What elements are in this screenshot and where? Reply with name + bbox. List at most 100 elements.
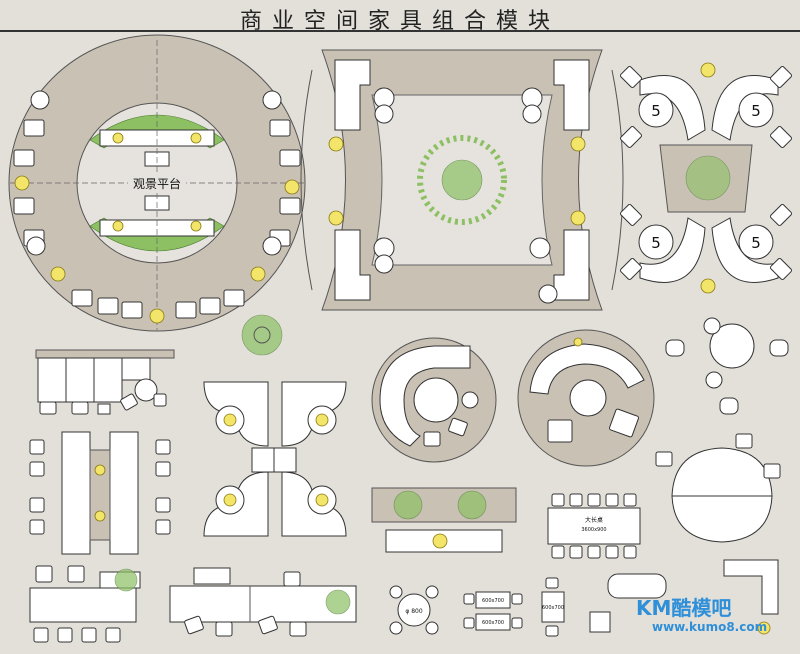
office-chair xyxy=(289,621,307,637)
lamp xyxy=(112,220,124,232)
lamp xyxy=(570,136,586,152)
chair xyxy=(269,119,291,137)
chair xyxy=(279,197,301,215)
chair xyxy=(587,493,601,507)
office-chair xyxy=(258,615,278,635)
center-planter xyxy=(89,449,111,541)
chair xyxy=(29,497,45,513)
lamp xyxy=(223,493,237,507)
side-table xyxy=(461,391,479,409)
chair xyxy=(155,439,171,455)
chair xyxy=(620,258,642,280)
booth-cluster-module: 5 5 5 5 xyxy=(620,62,792,294)
half-round-table xyxy=(671,447,773,497)
partition-shelf xyxy=(35,349,175,359)
chair xyxy=(605,493,619,507)
chair xyxy=(67,565,85,583)
chair xyxy=(770,66,792,88)
chair xyxy=(279,149,301,167)
chair xyxy=(13,197,35,215)
armchair xyxy=(448,417,468,437)
cabinet xyxy=(251,447,275,473)
lamp xyxy=(190,132,202,144)
round-table xyxy=(638,224,674,260)
table-size-label: 600x700 xyxy=(482,620,504,626)
small-table-module xyxy=(589,559,779,635)
shelf xyxy=(193,567,231,585)
chair xyxy=(620,66,642,88)
round-table xyxy=(738,92,774,128)
chair xyxy=(623,545,637,559)
table-number: 5 xyxy=(751,234,761,252)
round-table-800-module: φ 800 xyxy=(389,585,439,635)
lamp xyxy=(112,132,124,144)
lamp xyxy=(223,413,237,427)
office-chair xyxy=(283,571,301,587)
long-table xyxy=(547,507,641,545)
potted-plant xyxy=(241,314,283,356)
meeting-table-module xyxy=(29,431,171,555)
desk xyxy=(93,357,123,403)
bottom-left-desk-module xyxy=(29,565,141,643)
watermark-url: www.kumo8.com xyxy=(652,620,768,634)
platform-label: 观景平台 xyxy=(133,176,181,191)
round-table xyxy=(397,593,431,627)
stool xyxy=(30,90,50,110)
table-600x700-pair-module: 600x700 600x700 xyxy=(463,591,523,631)
chair xyxy=(623,493,637,507)
chair xyxy=(71,289,93,307)
watermark-logo: KM酷模吧 www.kumo8.com xyxy=(622,592,772,644)
chair xyxy=(81,627,97,643)
center-plant xyxy=(441,159,483,201)
lamp xyxy=(432,533,448,549)
curved-partition xyxy=(611,69,624,291)
office-chair xyxy=(71,401,89,415)
potted-plant xyxy=(253,326,271,344)
chair xyxy=(770,258,792,280)
chair xyxy=(569,493,583,507)
stool xyxy=(262,236,282,256)
chair xyxy=(29,519,45,535)
stool xyxy=(538,284,558,304)
lamp xyxy=(94,464,106,476)
curved-sofa xyxy=(529,343,645,395)
round-table xyxy=(709,323,755,369)
chair xyxy=(463,617,475,629)
table-number: 5 xyxy=(651,234,661,252)
stool xyxy=(425,585,439,599)
center-plant xyxy=(685,155,731,201)
office-chair xyxy=(39,401,57,415)
chair xyxy=(155,497,171,513)
chair xyxy=(763,463,781,479)
stool xyxy=(389,621,403,635)
corner-sofa xyxy=(553,59,590,131)
square-table xyxy=(589,611,611,633)
table-number: 5 xyxy=(651,102,661,120)
long-table xyxy=(109,431,139,555)
chair xyxy=(121,301,143,319)
workstation-module xyxy=(35,349,175,415)
long-table-module: 大长桌 3600x900 xyxy=(547,493,641,559)
lamp xyxy=(757,621,771,635)
office-chair xyxy=(215,621,233,637)
chair xyxy=(735,433,753,449)
chair xyxy=(155,519,171,535)
planter-box xyxy=(371,487,517,523)
lamp xyxy=(149,308,165,324)
table-size-label: 600x700 xyxy=(542,605,564,611)
curved-sofa-module xyxy=(371,337,497,463)
chair xyxy=(770,126,792,148)
lamp xyxy=(284,179,300,195)
stool xyxy=(705,371,723,389)
chair xyxy=(620,204,642,226)
chair xyxy=(35,565,53,583)
square-table xyxy=(475,613,511,631)
desk xyxy=(121,357,151,381)
chair xyxy=(57,627,73,643)
corner-sofa xyxy=(334,229,371,301)
round-coffee-table xyxy=(569,379,607,417)
square-table xyxy=(475,591,511,609)
title-bar: 商业空间家具组合模块 xyxy=(0,0,800,34)
chair xyxy=(23,119,45,137)
